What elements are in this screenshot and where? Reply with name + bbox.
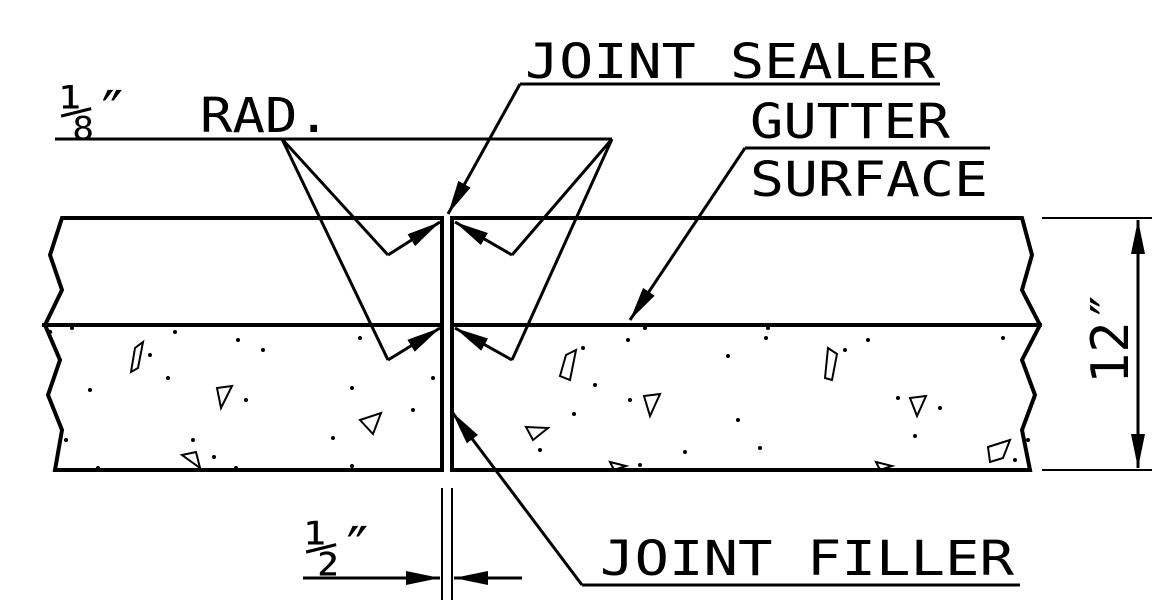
joint-sealer-label: JOINT SEALER bbox=[525, 34, 935, 90]
thickness-label: 12″ bbox=[1081, 290, 1141, 384]
right-slab-outline bbox=[450, 216, 1043, 472]
concrete-dot-pattern bbox=[47, 326, 1030, 470]
rad-leader-4 bbox=[510, 138, 614, 361]
gutter-label: GUTTER bbox=[750, 94, 950, 150]
left-slab-outline bbox=[42, 216, 444, 472]
joint-filler-label: JOINT FILLER bbox=[600, 531, 1014, 587]
rad-leader-1b bbox=[387, 220, 441, 257]
rad-leader-4b bbox=[454, 326, 513, 362]
rad-leader-2b bbox=[387, 326, 441, 362]
rad-value-label: ⅛″ bbox=[60, 78, 130, 146]
joint-filler-leader bbox=[450, 411, 584, 586]
gutter-surface-leader bbox=[628, 147, 747, 321]
surface-label: SURFACE bbox=[750, 152, 988, 208]
rad-leader-2 bbox=[280, 138, 390, 361]
rad-leader-3 bbox=[510, 138, 614, 256]
rad-leader-1 bbox=[280, 137, 390, 257]
joint-sealer-leader bbox=[446, 83, 522, 215]
gap-width-label: ½″ bbox=[305, 514, 375, 582]
concrete-aggregate-pattern bbox=[129, 339, 1012, 472]
rad-text-label: RAD. bbox=[200, 88, 330, 144]
rad-leader-3b bbox=[454, 220, 513, 257]
